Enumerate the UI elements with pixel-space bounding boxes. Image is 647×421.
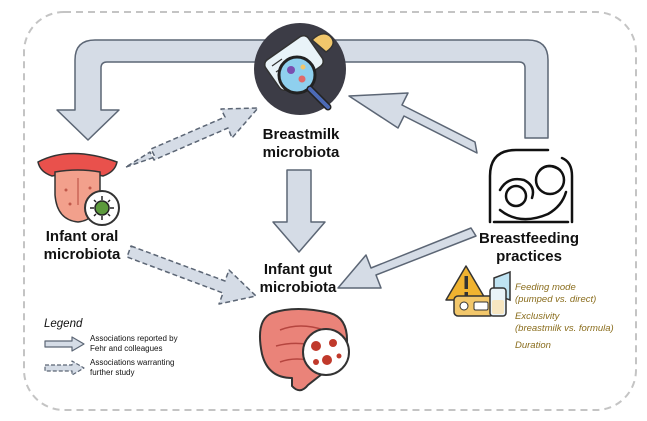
- gut-label-line2: microbiota: [259, 279, 337, 296]
- breastmilk-icon: [254, 23, 346, 115]
- duration-text: Duration: [515, 340, 551, 351]
- magnifier-icon: [277, 55, 332, 111]
- legend-further-line2: further study: [90, 368, 135, 377]
- oral-label-line1: Infant oral: [45, 228, 119, 245]
- breastmilk-label-line1: Breastmilk: [262, 126, 340, 143]
- outer-border: [23, 11, 637, 411]
- gut-label: Infant gut microbiota: [242, 261, 354, 297]
- tongue-icon: [37, 152, 118, 223]
- legend-title: Legend: [44, 318, 83, 330]
- bacteria-icon: [84, 190, 120, 226]
- breastmilk-label: Breastmilk microbiota: [236, 126, 366, 162]
- exclusivity-line2: (breastmilk vs. formula): [515, 323, 614, 334]
- bacteria-icon: [302, 328, 350, 376]
- dashed-arrow-icon: [44, 360, 85, 376]
- breastfeeding-icon: [488, 148, 574, 224]
- oral-label-line2: microbiota: [43, 246, 121, 263]
- legend-reported-line2: Fehr and colleagues: [90, 344, 163, 353]
- practice-factors: Feeding mode (pumped vs. direct) Exclusi…: [515, 282, 645, 352]
- arrow-practices-to-gut: [337, 227, 477, 289]
- arrow-breastmilk-to-gut: [272, 169, 326, 253]
- breastmilk-label-line2: microbiota: [262, 144, 340, 161]
- legend-reported-line1: Associations reported by: [90, 334, 178, 343]
- legend-further-text: Associations warranting further study: [90, 358, 174, 378]
- practices-label-line1: Breastfeeding: [478, 230, 580, 247]
- legend-reported-text: Associations reported by Fehr and collea…: [90, 334, 178, 354]
- solid-arrow-icon: [44, 336, 85, 352]
- feeding-mode-line1: Feeding mode: [515, 282, 576, 293]
- arrow-oral-to-gut: [126, 245, 257, 305]
- exclusivity-line1: Exclusivity: [515, 311, 560, 322]
- legend-further-line1: Associations warranting: [90, 358, 175, 367]
- gut-label-line1: Infant gut: [263, 261, 333, 278]
- practices-label-line2: practices: [496, 248, 562, 265]
- arrow-practices-to-breastmilk: [348, 92, 478, 154]
- breast-pump-icon: [453, 270, 511, 317]
- oral-label: Infant oral microbiota: [30, 228, 134, 264]
- practices-label: Breastfeeding practices: [466, 230, 592, 266]
- legend-row-reported: Associations reported by Fehr and collea…: [44, 334, 224, 354]
- legend: Legend Associations reported by Fehr and…: [44, 318, 224, 382]
- warning-icon: [445, 265, 487, 301]
- legend-row-further: Associations warranting further study: [44, 358, 224, 378]
- arrow-oral-breastmilk-bidirectional: [125, 107, 259, 168]
- feeding-mode-line2: (pumped vs. direct): [515, 294, 597, 305]
